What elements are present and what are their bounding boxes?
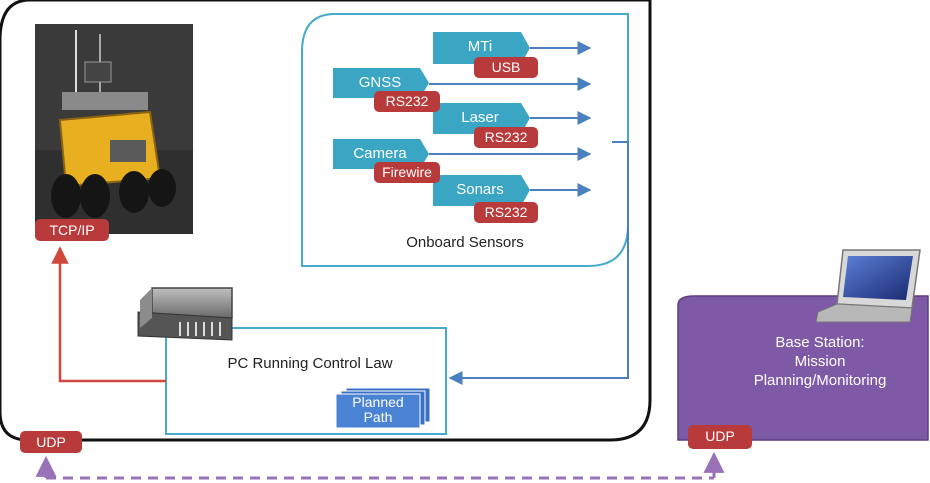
sonars-tag <box>433 175 530 206</box>
base-station-label: Base Station: Mission Planning/Monitorin… <box>730 333 910 390</box>
camera-port-label: Firewire <box>382 164 432 180</box>
sonars-port-badge <box>474 202 538 223</box>
mti-tag <box>433 32 530 64</box>
gnss-port-label: RS232 <box>385 93 429 109</box>
base-line-1: Base Station: <box>775 334 865 351</box>
planned-path-stack <box>335 387 431 429</box>
mti-port-badge <box>474 57 538 78</box>
planned-path-line-1: Planned <box>352 394 404 410</box>
laser-label: Laser <box>461 109 499 126</box>
gnss-tag <box>333 68 429 98</box>
base-station-box <box>677 295 929 441</box>
laser-port-label: RS232 <box>484 129 528 145</box>
sensors-to-pc-arrow <box>448 141 629 385</box>
planned-path-line-2: Path <box>363 409 393 425</box>
mti-port-label: USB <box>491 59 521 75</box>
laser-tag <box>433 103 530 134</box>
local-udp-label: UDP <box>36 434 66 450</box>
camera-label: Camera <box>353 145 407 162</box>
gnss-label: GNSS <box>358 74 402 91</box>
sonars-port-label: RS232 <box>484 204 528 220</box>
tcpip-label: TCP/IP <box>49 222 95 238</box>
sensors-title: Onboard Sensors <box>406 234 524 251</box>
sonars-label: Sonars <box>456 181 504 198</box>
mti-label: MTi <box>467 38 493 55</box>
base-line-3: Planning/Monitoring <box>753 372 887 389</box>
gnss-port-badge <box>374 91 440 112</box>
base-line-2: Mission <box>794 353 846 370</box>
laser-port-badge <box>474 127 538 148</box>
planned-path-label: Planned Path <box>336 395 420 425</box>
robot-photo <box>35 24 193 234</box>
base-udp-badge <box>688 425 752 449</box>
laptop-icon <box>815 249 921 323</box>
pc-to-robot-arrow <box>51 246 166 383</box>
tcpip-badge <box>35 219 109 241</box>
local-udp-badge <box>20 431 82 453</box>
robot-frame <box>0 0 652 442</box>
server-icon <box>137 287 233 341</box>
base-udp-label: UDP <box>705 428 735 444</box>
camera-tag <box>333 139 429 169</box>
camera-port-badge <box>374 162 440 183</box>
pc-label: PC Running Control Law <box>227 355 393 372</box>
